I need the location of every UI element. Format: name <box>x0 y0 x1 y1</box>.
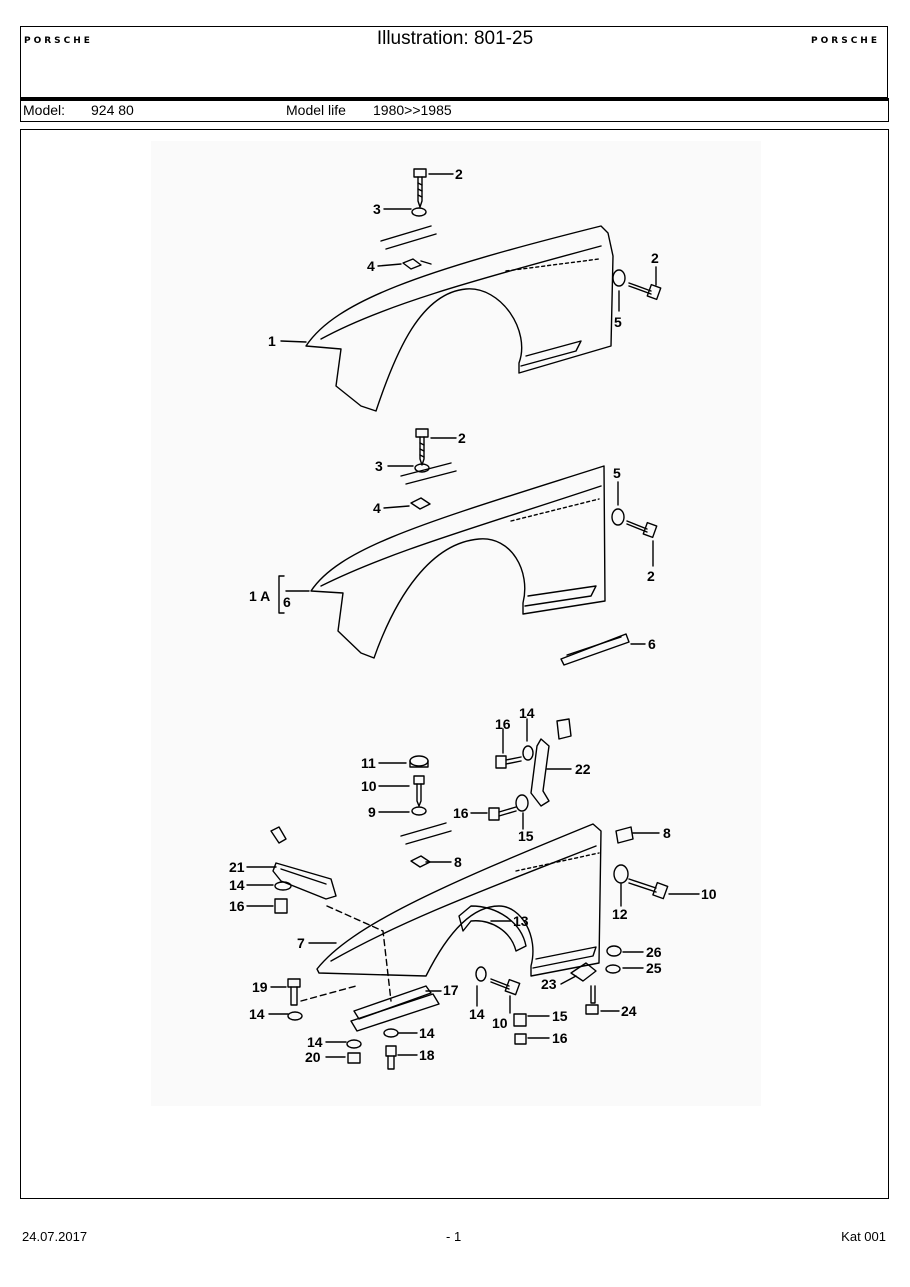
callout-b-8a: 8 <box>454 854 462 870</box>
callout-mid-3: 3 <box>375 458 383 474</box>
callout-mid-1a: 1 A <box>249 588 270 604</box>
callout-mid-2b: 2 <box>647 568 655 584</box>
callout-b-12: 12 <box>612 906 628 922</box>
model-label: Model: <box>23 102 66 118</box>
model-life-label: Model life <box>286 102 346 118</box>
callout-b-14e: 14 <box>307 1034 323 1050</box>
callout-b-26: 26 <box>646 944 662 960</box>
page-title: Illustration: 801-25 <box>376 28 534 49</box>
callout-b-17: 17 <box>443 982 459 998</box>
header-box <box>20 26 888 98</box>
callout-top-5: 5 <box>614 314 622 330</box>
header-divider <box>20 98 889 101</box>
callout-top-4: 4 <box>367 258 375 274</box>
callout-b-23: 23 <box>541 976 557 992</box>
callout-mid-5: 5 <box>613 465 621 481</box>
fender-top <box>305 225 614 412</box>
bottom-callout-lines <box>246 718 700 1058</box>
porsche-logo-right: PORSCHE <box>811 36 880 46</box>
callout-b-14b: 14 <box>229 877 245 893</box>
top-callout-labels: 1 2 3 4 2 5 <box>268 166 659 349</box>
callout-b-15a: 15 <box>518 828 534 844</box>
porsche-logo-left: PORSCHE <box>24 36 93 46</box>
callout-b-11: 11 <box>361 755 376 771</box>
callout-b-16b: 16 <box>453 805 469 821</box>
callout-b-22: 22 <box>575 761 591 777</box>
callout-b-25: 25 <box>646 960 662 976</box>
callout-b-16a: 16 <box>495 716 511 732</box>
middle-hardware <box>410 428 658 539</box>
callout-b-20: 20 <box>305 1049 321 1065</box>
callout-b-10c: 10 <box>492 1015 508 1031</box>
callout-b-16d: 16 <box>552 1030 568 1046</box>
callout-b-10b: 10 <box>701 886 717 902</box>
model-value: 924 80 <box>91 102 134 118</box>
callout-b-21: 21 <box>229 859 245 875</box>
middle-callout-lines <box>278 437 654 645</box>
footer-date: 24.07.2017 <box>22 1229 88 1244</box>
fender-bottom <box>270 718 634 1032</box>
callout-mid-4: 4 <box>373 500 381 516</box>
callout-top-1: 1 <box>268 333 276 349</box>
footer-catalog: Kat 001 <box>841 1229 886 1244</box>
bottom-hardware <box>274 745 669 1070</box>
callout-top-3: 3 <box>373 201 381 217</box>
callout-b-13: 13 <box>513 913 529 929</box>
callout-b-14d: 14 <box>469 1006 485 1022</box>
callout-b-24: 24 <box>621 1003 637 1019</box>
callout-b-15b: 15 <box>552 1008 568 1024</box>
footer-page-number: - 1 <box>446 1229 462 1244</box>
callout-b-18: 18 <box>419 1047 435 1063</box>
callout-b-8b: 8 <box>663 825 671 841</box>
callout-top-2b: 2 <box>651 250 659 266</box>
callout-mid-6a: 6 <box>283 594 291 610</box>
diagram-panel: 1 2 3 4 2 5 <box>20 129 889 1199</box>
callout-b-19: 19 <box>252 979 268 995</box>
callout-b-14a: 14 <box>519 705 535 721</box>
callout-b-10a: 10 <box>361 778 377 794</box>
middle-callout-labels: 1 A 6 2 3 4 5 2 6 <box>249 430 656 652</box>
top-hardware <box>402 168 662 301</box>
model-life-value: 1980>>1985 <box>373 102 452 118</box>
callout-mid-6b: 6 <box>648 636 656 652</box>
callout-top-2a: 2 <box>455 166 463 182</box>
parts-illustration: 1 2 3 4 2 5 <box>151 141 761 1106</box>
model-row: Model: 924 80 Model life 1980>>1985 <box>20 101 889 122</box>
callout-mid-2a: 2 <box>458 430 466 446</box>
callout-b-14f: 14 <box>419 1025 435 1041</box>
fender-middle <box>310 462 630 666</box>
callout-b-16c: 16 <box>229 898 245 914</box>
callout-b-14c: 14 <box>249 1006 265 1022</box>
callout-b-9: 9 <box>368 804 376 820</box>
bottom-callout-labels: 16 14 22 11 10 9 16 15 8 8 21 14 16 7 13… <box>229 705 717 1065</box>
top-callout-lines <box>280 173 657 343</box>
callout-b-7: 7 <box>297 935 305 951</box>
